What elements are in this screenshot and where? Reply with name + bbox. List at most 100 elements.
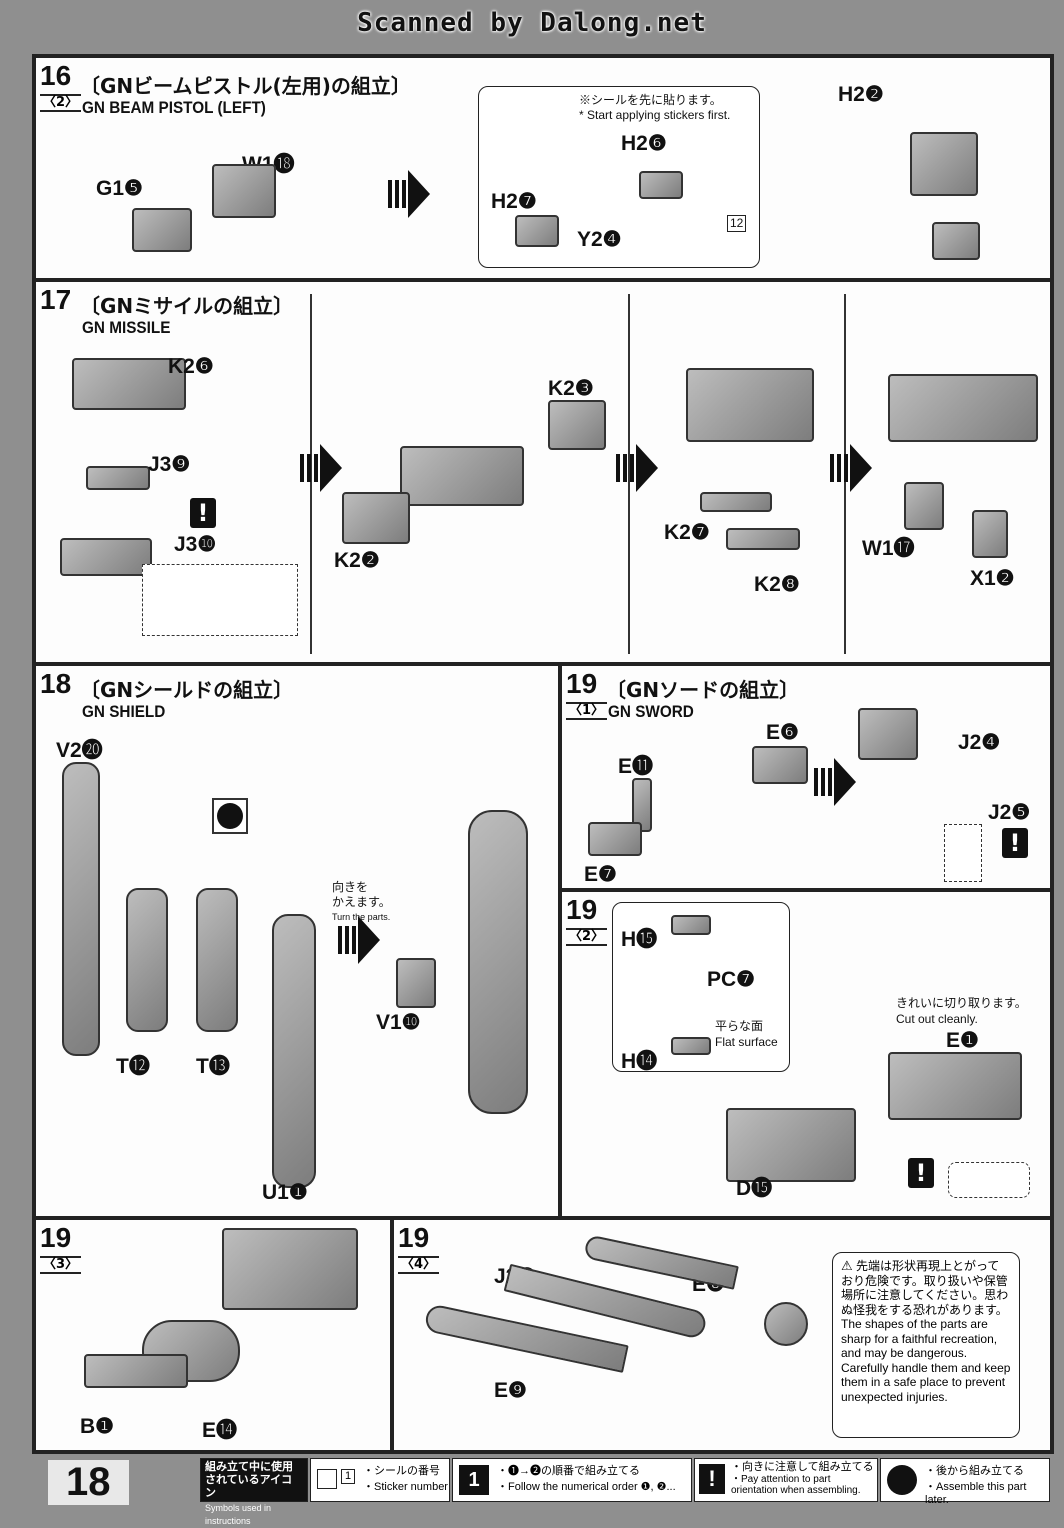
step-number: 18 bbox=[40, 668, 72, 699]
shield-frame-part bbox=[62, 762, 100, 1056]
orientation-warning-icon: ! bbox=[1002, 828, 1028, 858]
sticker-note-en: * Start applying stickers first. bbox=[579, 108, 731, 122]
sword-guard-part bbox=[726, 1108, 856, 1182]
step-number: 19 bbox=[566, 894, 598, 925]
warning-triangle-icon: ⚠ bbox=[841, 1258, 853, 1273]
page-number: 18 bbox=[48, 1460, 129, 1505]
part-label: J2❹ bbox=[958, 731, 1001, 754]
step-title-en: GN MISSILE bbox=[82, 318, 171, 337]
missile-part bbox=[86, 466, 150, 490]
flat-surface-en: Flat surface bbox=[715, 1035, 778, 1049]
part-label: H2❼ bbox=[491, 190, 537, 213]
part-label: H2❻ bbox=[621, 132, 667, 155]
next-arrow bbox=[830, 444, 872, 492]
detail-inset bbox=[944, 824, 982, 882]
pistol-grip-part bbox=[932, 222, 980, 260]
part-label: V1❿ bbox=[376, 1011, 421, 1034]
part-label: V2⓴ bbox=[56, 739, 103, 762]
part-label: E⓫ bbox=[618, 755, 654, 778]
part-label: K2❼ bbox=[664, 521, 710, 544]
shield-side-part bbox=[126, 888, 168, 1032]
pistol-part bbox=[515, 215, 559, 247]
part-label: E❾ bbox=[494, 1379, 527, 1402]
sword-part bbox=[588, 822, 642, 856]
orientation-legend: ! ・向きに注意して組み立てる ・Pay attention to part o… bbox=[694, 1458, 878, 1502]
later-legend-en: ・Assemble this part later. bbox=[925, 1481, 1027, 1506]
scan-watermark: Scanned by Dalong.net bbox=[357, 8, 707, 38]
step-title-jp: 〔GNソードの組立〕 bbox=[606, 678, 800, 702]
substep-label: 〈4〉 bbox=[398, 1256, 440, 1274]
sticker-number: 12 bbox=[727, 215, 747, 232]
sword-guard-part bbox=[888, 1052, 1022, 1120]
shield-center-part bbox=[272, 914, 316, 1188]
part-label: B❶ bbox=[80, 1415, 114, 1438]
step-number: 19 bbox=[398, 1222, 430, 1253]
sticker-number-sample: 1 bbox=[341, 1469, 356, 1484]
detail-inset bbox=[948, 1162, 1030, 1198]
part-label: T⓬ bbox=[116, 1055, 150, 1078]
peg-detail-box: H⓯ PC❼ H⓮ 平らな面 Flat surface bbox=[612, 902, 790, 1073]
sticker-legend-jp: ・シールの番号 bbox=[363, 1465, 440, 1477]
step-title-en: GN SWORD bbox=[608, 702, 694, 721]
part-label: T⓭ bbox=[196, 1055, 230, 1078]
warning-text-jp: 先端は形状再現上とがっており危険です。取り扱いや保管場所に注意してください。思わ… bbox=[841, 1259, 1009, 1317]
cut-note-en: Cut out cleanly. bbox=[896, 1012, 978, 1026]
part-label: D⓯ bbox=[736, 1177, 773, 1200]
sword-part bbox=[752, 746, 808, 784]
part-label: G1❺ bbox=[96, 177, 143, 200]
step-title-jp: 〔GNビームピストル(左用)の組立〕 bbox=[80, 74, 411, 98]
substep-label: 〈3〉 bbox=[40, 1256, 82, 1274]
step-number: 16 bbox=[40, 60, 72, 91]
sword-assembled-part bbox=[858, 708, 918, 760]
missile-part bbox=[972, 510, 1008, 558]
icons-title-en: Symbols used in instructions bbox=[205, 1503, 272, 1526]
part-label: E⓮ bbox=[202, 1419, 238, 1442]
missile-base-part bbox=[60, 538, 152, 576]
part-label: U1❶ bbox=[262, 1181, 308, 1204]
step-16-panel: 16 〈2〉 〔GNビームピストル(左用)の組立〕 GN BEAM PISTOL… bbox=[34, 56, 1052, 280]
pistol-grip-part bbox=[132, 208, 192, 252]
sword-blade-part bbox=[583, 1234, 739, 1290]
orientation-icon: ! bbox=[699, 1464, 725, 1494]
step-number: 17 bbox=[40, 284, 72, 315]
instruction-sheet: 16 〈2〉 〔GNビームピストル(左用)の組立〕 GN BEAM PISTOL… bbox=[32, 54, 1054, 1454]
orientation-legend-en: ・Pay attention to part orientation when … bbox=[731, 1474, 861, 1496]
sticker-legend: 1 ・シールの番号 ・Sticker number bbox=[310, 1458, 450, 1502]
sticker-legend-en: ・Sticker number bbox=[363, 1481, 448, 1493]
sticker-icon bbox=[317, 1469, 337, 1489]
part-label: E❻ bbox=[766, 721, 799, 744]
step-19-3-panel: 19 〈3〉 B❶ E⓮ bbox=[34, 1218, 392, 1452]
sticker-detail-box: ※シールを先に貼ります。 * Start applying stickers f… bbox=[478, 86, 760, 268]
flat-surface-jp: 平らな面 bbox=[715, 1019, 764, 1033]
sword-guard-part bbox=[222, 1228, 358, 1310]
sticker-note-jp: ※シールを先に貼ります。 bbox=[579, 93, 722, 107]
step-title-jp: 〔GNシールドの組立〕 bbox=[80, 678, 294, 702]
shield-grip-part bbox=[396, 958, 436, 1008]
part-label: J3❾ bbox=[148, 453, 191, 476]
later-legend-jp: ・後から組み立てる bbox=[925, 1465, 1024, 1477]
step-title-en: GN SHIELD bbox=[82, 702, 166, 721]
part-label: K2❷ bbox=[334, 549, 380, 572]
part-label: J3❿ bbox=[174, 533, 217, 556]
step-19-2-panel: 19 〈2〉 H⓯ PC❼ H⓮ 平らな面 Flat surface きれいに切… bbox=[560, 890, 1052, 1218]
step-19-1-panel: 19 〈1〉 〔GNソードの組立〕 GN SWORD E⓫ E❻ E❼ J2❹ … bbox=[560, 664, 1052, 890]
missile-part bbox=[342, 492, 410, 544]
peg-part bbox=[671, 915, 711, 935]
cut-note-jp: きれいに切り取ります。 bbox=[896, 996, 1027, 1010]
part-label: K2❸ bbox=[548, 377, 594, 400]
order-legend-jp: ・❶→❷の順番で組み立てる bbox=[497, 1465, 640, 1477]
missile-part bbox=[700, 492, 772, 512]
part-label: E❶ bbox=[946, 1029, 979, 1052]
step-number: 19 bbox=[566, 668, 598, 699]
orientation-warning-icon: ! bbox=[908, 1158, 934, 1188]
missile-part bbox=[400, 446, 524, 506]
part-label: PC❼ bbox=[707, 968, 755, 991]
step-title-jp: 〔GNミサイルの組立〕 bbox=[80, 294, 294, 318]
substep-label: 〈1〉 bbox=[566, 702, 608, 720]
step-number: 19 bbox=[40, 1222, 72, 1253]
substep-label: 〈2〉 bbox=[40, 94, 82, 112]
order-legend: 1 ・❶→❷の順番で組み立てる ・Follow the numerical or… bbox=[452, 1458, 692, 1502]
orientation-legend-jp: ・向きに注意して組み立てる bbox=[731, 1461, 874, 1473]
sword-clip-part bbox=[84, 1354, 188, 1388]
sword-part bbox=[632, 778, 652, 832]
